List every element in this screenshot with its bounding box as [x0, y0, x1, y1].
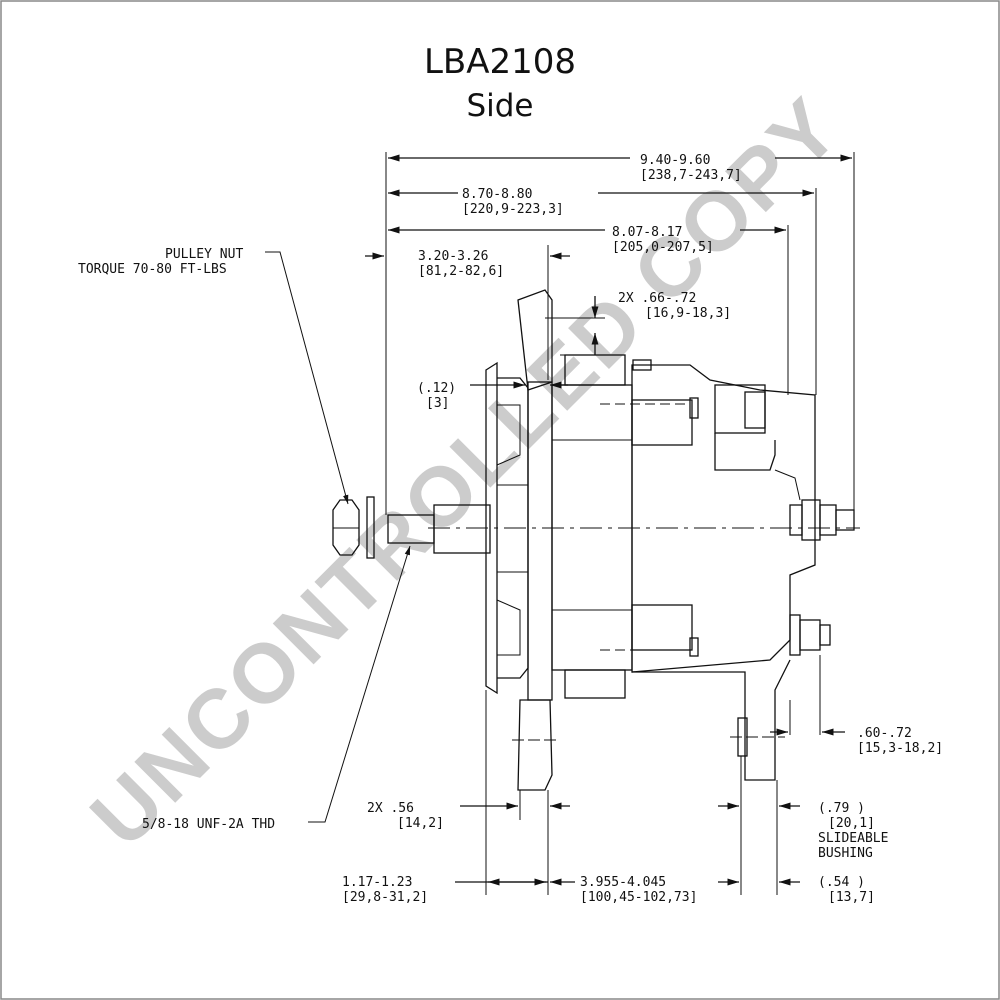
dim-front-mm: [29,8-31,2] [342, 890, 428, 905]
dim-pulley-mm: [81,2-82,6] [418, 264, 504, 279]
dim-foot: 2X .56 [367, 801, 414, 816]
dim-rear: (.54 ) [818, 875, 865, 890]
dim-bushing: (.79 ) [818, 801, 865, 816]
page-title: LBA2108 [423, 42, 577, 82]
dim-front: 1.17-1.23 [342, 875, 412, 890]
dim-overall-b-mm: [220,9-223,3] [462, 202, 564, 217]
pulley-nut-label: PULLEY NUT [165, 247, 243, 262]
bushing-label: BUSHING [818, 846, 873, 861]
dim-bushing-mm: [20,1] [828, 816, 875, 831]
dim-ear: 2X .66-.72 [618, 291, 696, 306]
dim-terminal: .60-.72 [857, 726, 912, 741]
dim-mount: 3.955-4.045 [580, 875, 666, 890]
dim-rear-mm: [13,7] [828, 890, 875, 905]
dim-overall-a: 9.40-9.60 [640, 153, 710, 168]
torque-label: TORQUE 70-80 FT-LBS [78, 262, 227, 277]
dim-pulley: 3.20-3.26 [418, 249, 488, 264]
dimension-lines [265, 152, 855, 895]
dim-gap: (.12) [417, 381, 456, 396]
view-subtitle: Side [466, 88, 534, 124]
dimension-text: 9.40-9.60 [238,7-243,7] 8.70-8.80 [220,9… [78, 153, 943, 905]
dim-gap-mm: [3] [426, 396, 449, 411]
dim-overall-c-mm: [205,0-207,5] [612, 240, 714, 255]
dim-overall-a-mm: [238,7-243,7] [640, 168, 742, 183]
alternator-body [332, 289, 860, 791]
dim-terminal-mm: [15,3-18,2] [857, 741, 943, 756]
dim-overall-c: 8.07-8.17 [612, 225, 682, 240]
dim-ear-mm: [16,9-18,3] [645, 306, 731, 321]
slideable-label: SLIDEABLE [818, 831, 888, 846]
dim-foot-mm: [14,2] [397, 816, 444, 831]
dim-mount-mm: [100,45-102,73] [580, 890, 697, 905]
thread-label: 5/8-18 UNF-2A THD [142, 817, 275, 832]
dim-overall-b: 8.70-8.80 [462, 187, 532, 202]
